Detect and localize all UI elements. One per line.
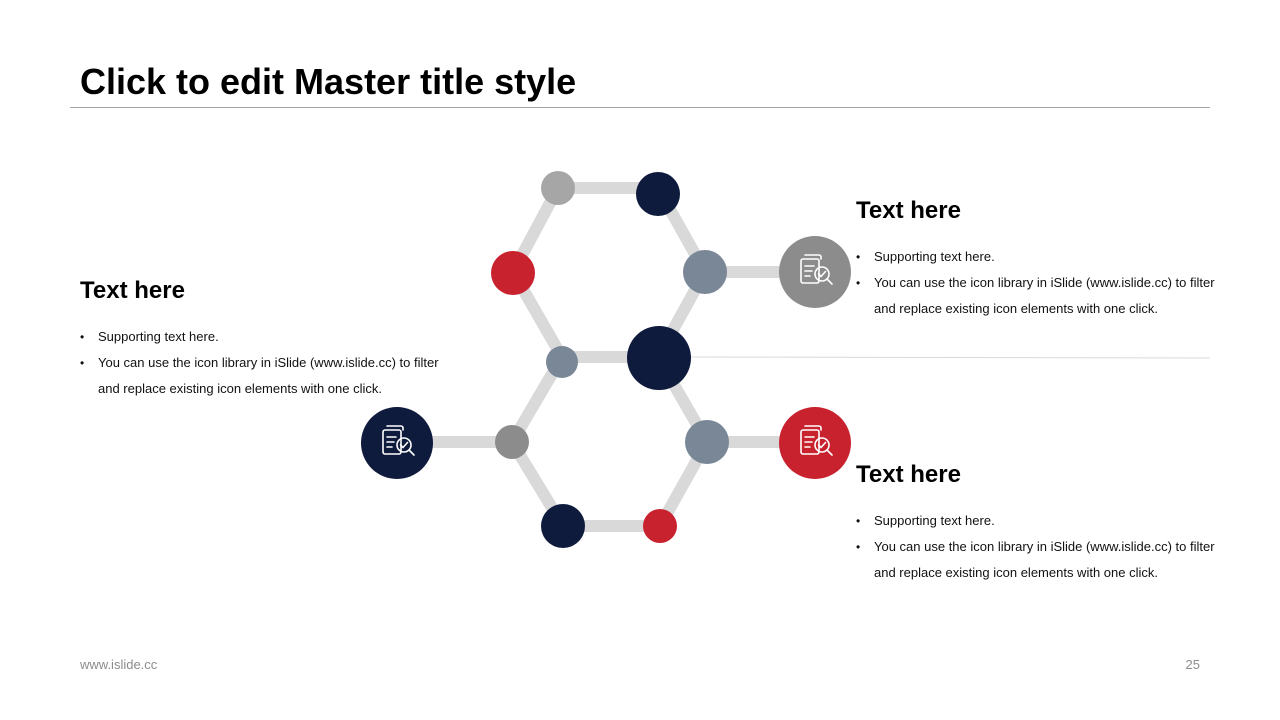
node-top-right (636, 172, 680, 216)
node-upper-left (491, 251, 535, 295)
pointer-line (689, 356, 1211, 359)
bullet-item: You can use the icon library in iSlide (… (80, 350, 440, 402)
bullet-item: Supporting text here. (80, 324, 440, 350)
document-search-check-icon (382, 425, 415, 456)
document-search-check-icon (800, 425, 833, 456)
block-heading: Text here (80, 277, 185, 304)
document-search-check-icon (800, 254, 833, 285)
bullet-list: Supporting text here. You can use the ic… (856, 508, 1216, 586)
node-center-left (546, 346, 578, 378)
bullet-item: You can use the icon library in iSlide (… (856, 270, 1216, 322)
node-upper-right (683, 250, 727, 294)
node-bottom-right (643, 509, 677, 543)
icon-badge-left (361, 407, 433, 479)
bullet-item: You can use the icon library in iSlide (… (856, 534, 1216, 586)
bullet-list: Supporting text here. You can use the ic… (856, 244, 1216, 322)
node-bottom-left (541, 504, 585, 548)
bullet-list: Supporting text here. You can use the ic… (80, 324, 440, 402)
block-heading: Text here (856, 461, 961, 488)
node-lower-left (495, 425, 529, 459)
slide-title: Click to edit Master title style (80, 61, 577, 102)
icon-badge-top-right (779, 236, 851, 308)
node-center (627, 326, 691, 390)
text-block-bottom-right: Text here Supporting text here. You can … (856, 460, 1216, 586)
node-lower-right (685, 420, 729, 464)
node-top-left (541, 171, 575, 205)
icon-badge-bottom-right (779, 407, 851, 479)
title-divider (70, 107, 1210, 108)
text-block-top-right: Text here Supporting text here. You can … (856, 196, 1216, 322)
page-number: 25 (1185, 657, 1200, 672)
bullet-item: Supporting text here. (856, 244, 1216, 270)
text-block-left: Text here Supporting text here. You can … (80, 276, 440, 402)
footer-url[interactable]: www.islide.cc (80, 657, 158, 672)
bullet-item: Supporting text here. (856, 508, 1216, 534)
block-heading: Text here (856, 197, 961, 224)
